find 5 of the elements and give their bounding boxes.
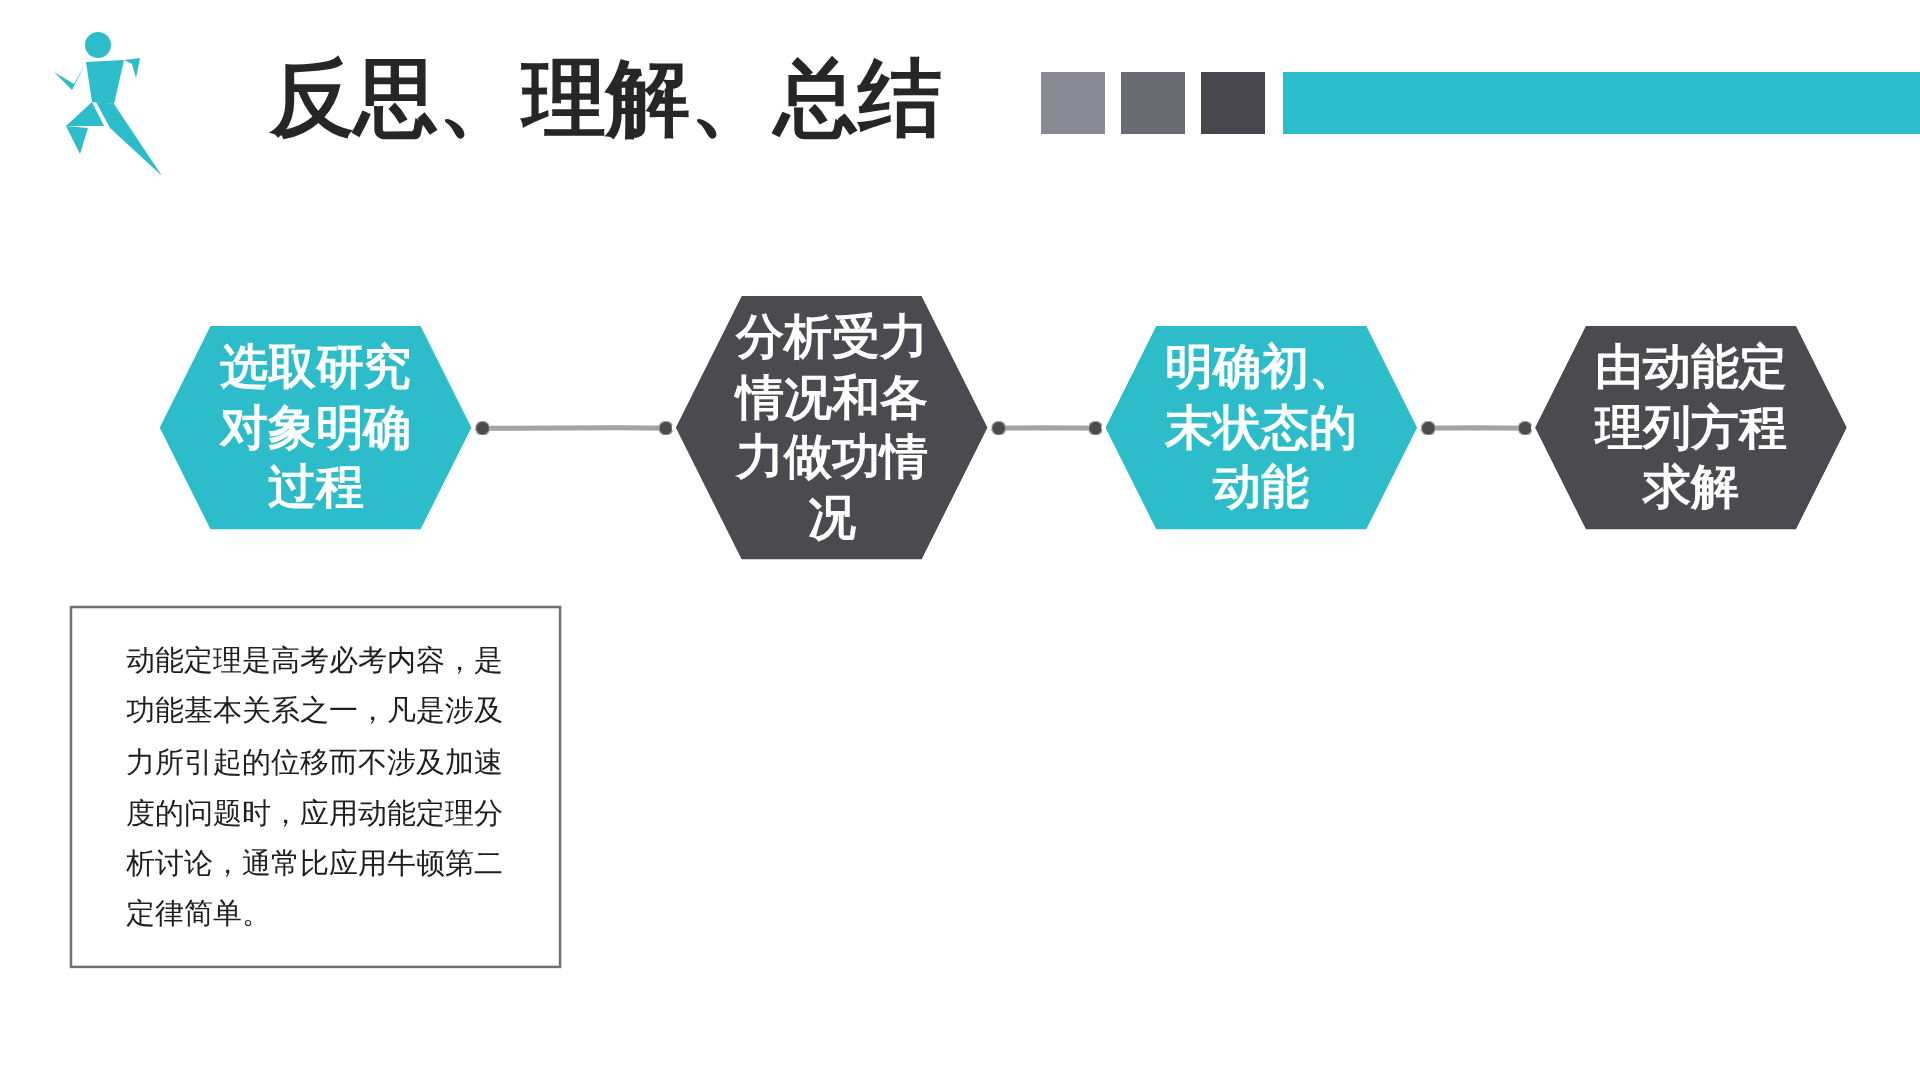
connector [1419, 420, 1534, 436]
text-box: 动能定理是高考必考内容，是功能基本关系之一，凡是涉及力所引起的位移而不涉及加速度的问题时，应用动能定理分析讨论，通常比应用牛顿第二定律简单。 [69, 605, 562, 968]
connector [474, 420, 675, 436]
title: 反思、理解、总结 [270, 48, 942, 149]
connector [990, 420, 1104, 436]
